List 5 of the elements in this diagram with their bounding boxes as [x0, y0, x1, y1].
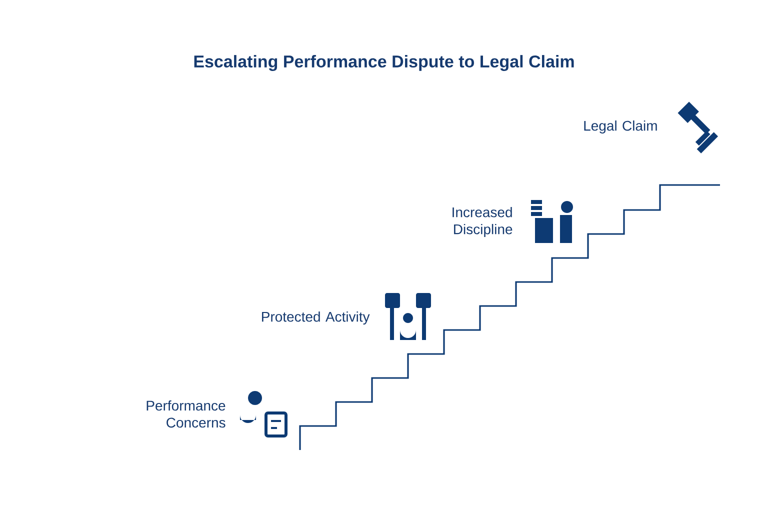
step-label: Legal Claim [584, 120, 657, 134]
title: Escalating Performance Dispute to Legal Claim [194, 55, 574, 71]
step-label: Performance Concerns [146, 400, 226, 428]
step-label: Increased Discipline [452, 206, 512, 238]
step-label: Protected Activity [262, 311, 370, 325]
